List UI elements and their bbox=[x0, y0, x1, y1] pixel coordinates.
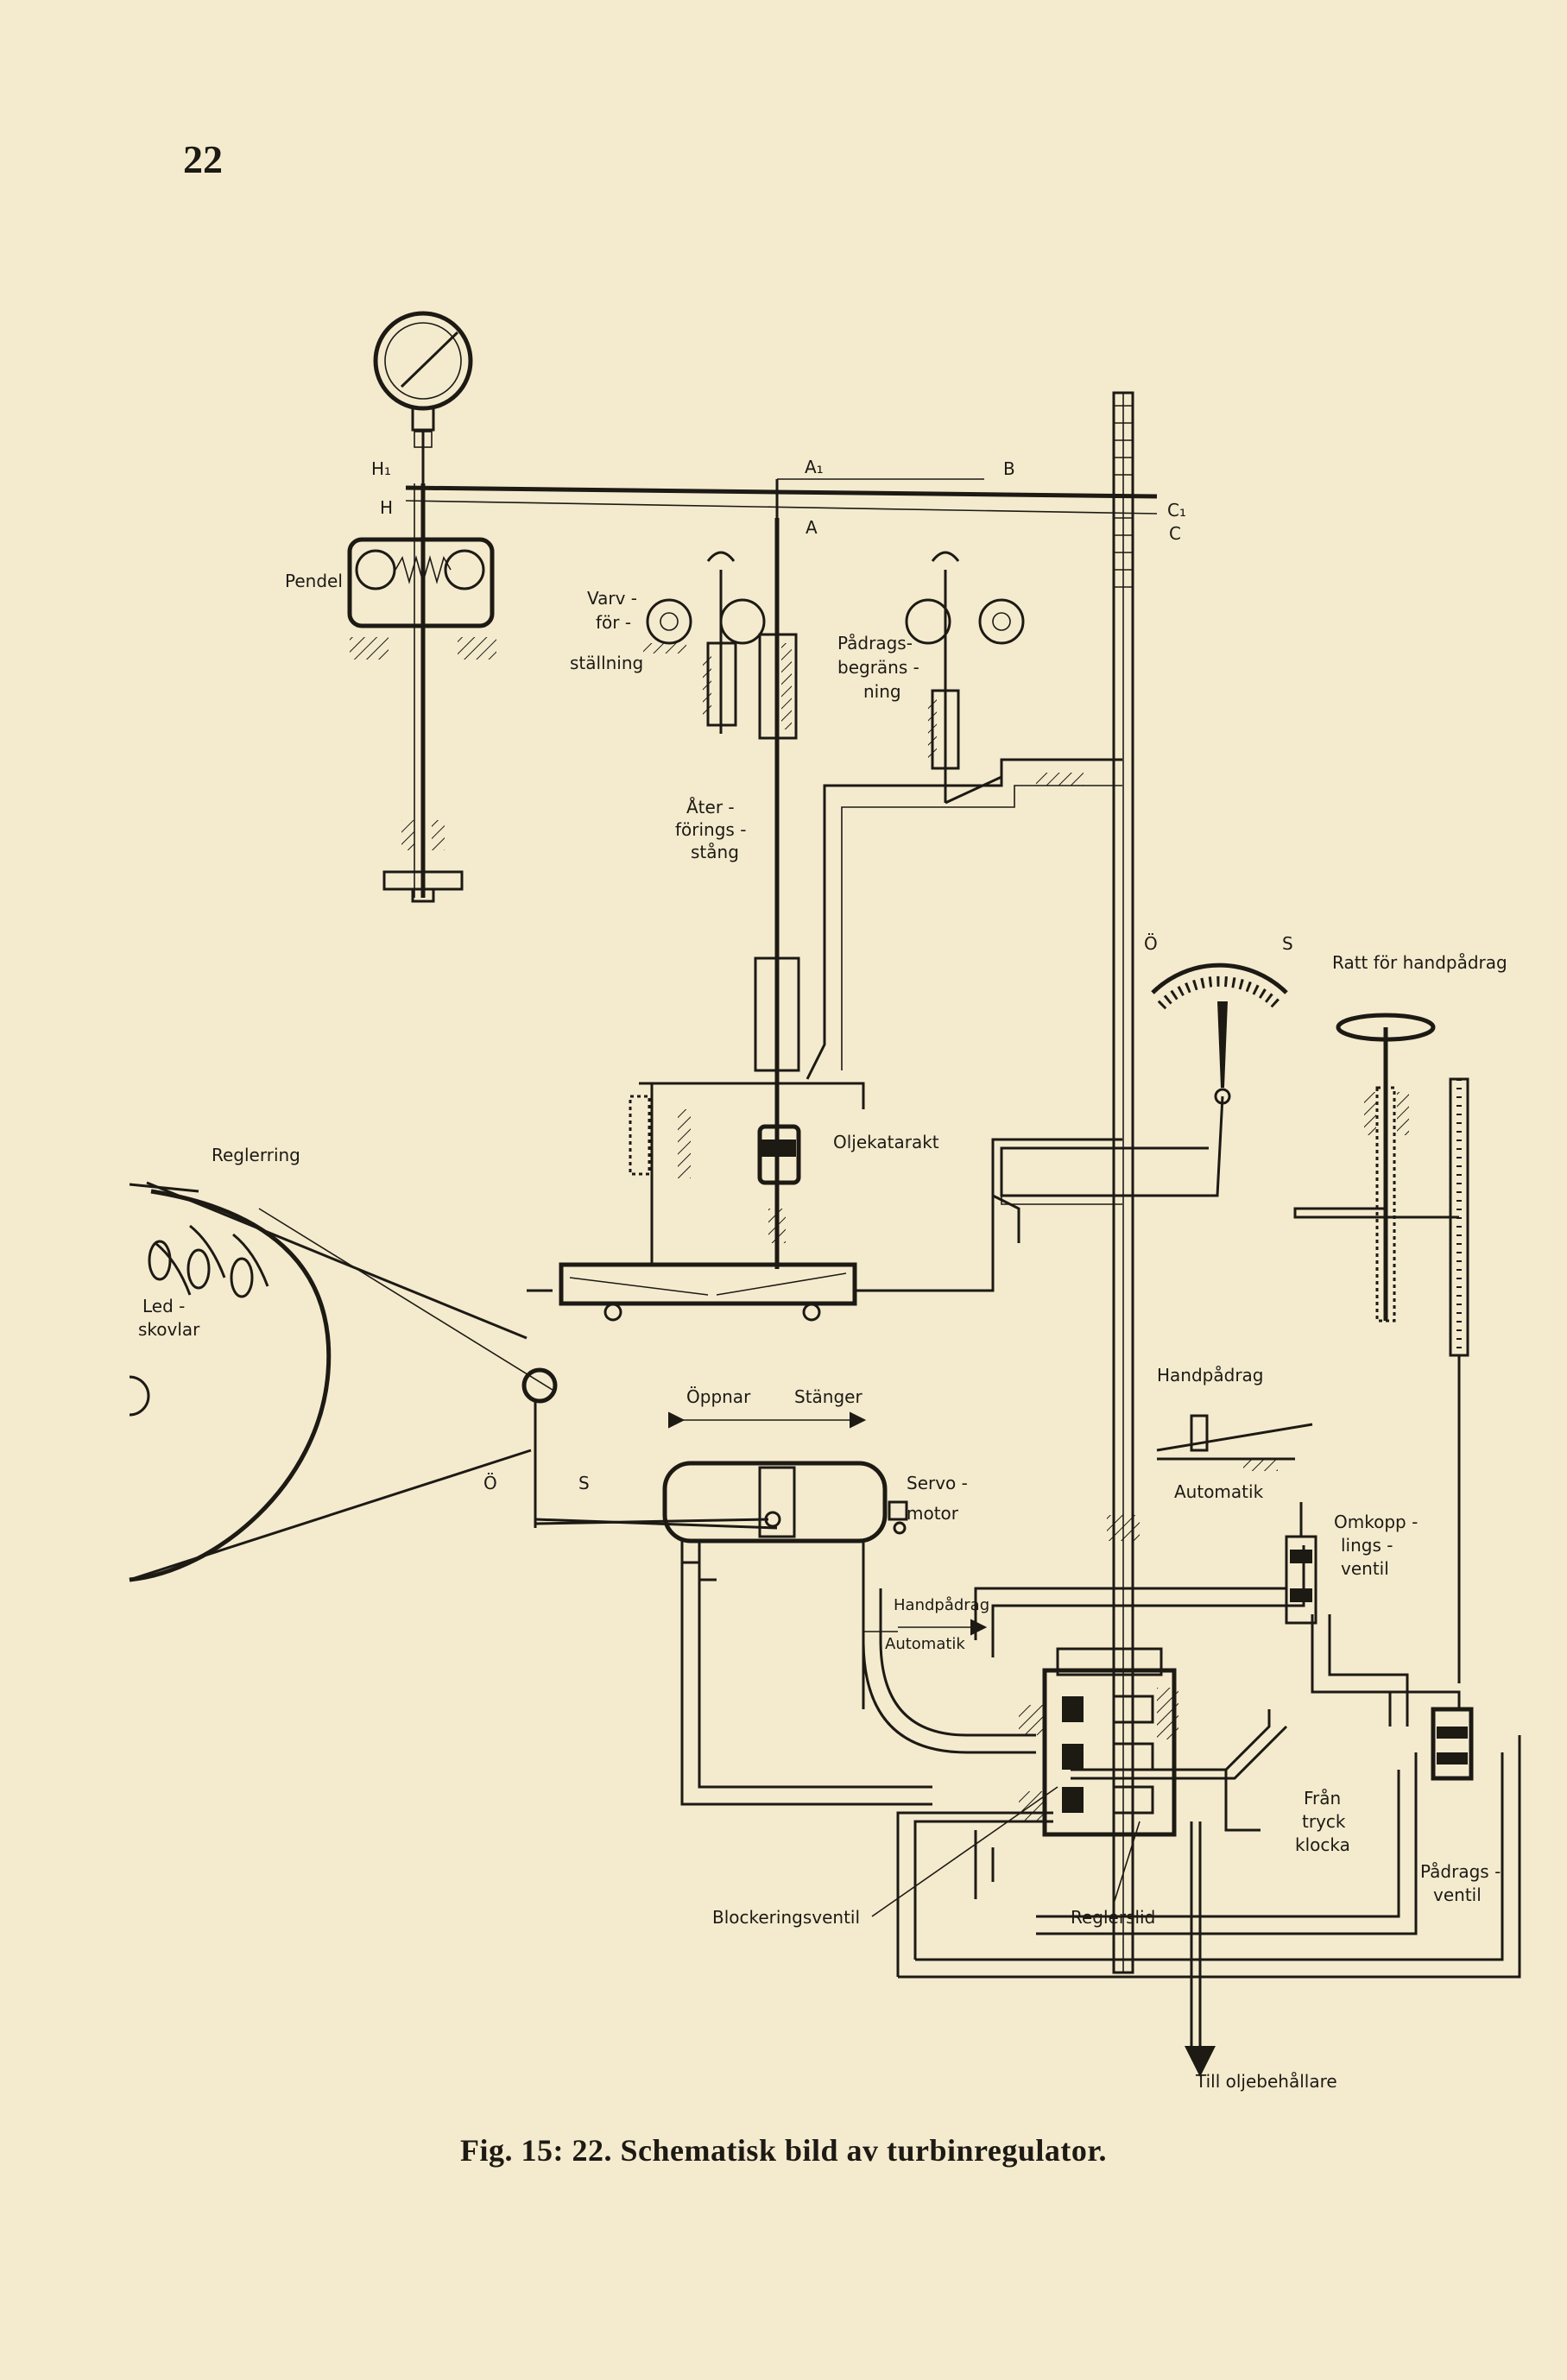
label-ater-3: stång bbox=[691, 842, 739, 862]
label-oppnar: Öppnar bbox=[686, 1386, 751, 1407]
label-automatik-mid: Automatik bbox=[885, 1635, 965, 1653]
label-s-upper: S bbox=[1282, 933, 1293, 954]
label-automatik-top: Automatik bbox=[1174, 1481, 1264, 1502]
label-oljekatarakt: Oljekatarakt bbox=[833, 1132, 939, 1152]
label-fran-2: tryck bbox=[1302, 1811, 1346, 1832]
label-varv-1: Varv - bbox=[587, 588, 637, 609]
label-varv-2: för - bbox=[596, 612, 631, 633]
speed-setting-unit bbox=[643, 551, 766, 734]
handwheel bbox=[1293, 1013, 1469, 1683]
label-reglerring: Reglerring bbox=[212, 1145, 300, 1165]
tilting-beams bbox=[527, 1082, 1122, 1322]
label-b: B bbox=[1003, 458, 1015, 479]
label-omkopp-1: Omkopp - bbox=[1334, 1512, 1418, 1532]
load-valve bbox=[1431, 1707, 1474, 1781]
guide-vanes bbox=[129, 1181, 778, 1582]
label-ater-1: Åter - bbox=[686, 797, 735, 818]
pressure-gauge bbox=[373, 311, 473, 483]
label-o-lower: Ö bbox=[483, 1473, 497, 1493]
label-varv-3: ställning bbox=[570, 653, 643, 673]
label-fran-1: Från bbox=[1304, 1788, 1341, 1809]
label-h: H bbox=[380, 497, 393, 518]
label-ratt: Ratt för handpådrag bbox=[1332, 952, 1507, 973]
label-fran-3: klocka bbox=[1295, 1834, 1350, 1855]
mode-selector bbox=[1156, 1414, 1313, 1471]
label-o-upper: Ö bbox=[1144, 933, 1158, 954]
label-handpadrag-top: Handpådrag bbox=[1157, 1365, 1264, 1386]
pendulum-governor bbox=[347, 483, 496, 903]
label-omkopp-3: ventil bbox=[1341, 1558, 1389, 1579]
label-blockeringsventil: Blockeringsventil bbox=[712, 1907, 860, 1928]
label-c1: C₁ bbox=[1167, 500, 1186, 521]
label-servo-2: motor bbox=[907, 1503, 959, 1524]
label-h1: H₁ bbox=[371, 458, 391, 479]
label-a1: A₁ bbox=[805, 457, 824, 477]
label-led-1: Led - bbox=[142, 1296, 185, 1316]
label-handpadrag-mid: Handpådrag bbox=[894, 1596, 989, 1614]
label-reglerslid: Reglerslid bbox=[1071, 1907, 1155, 1928]
label-s-lower: S bbox=[578, 1473, 590, 1493]
label-padrags-1: Pådrags - bbox=[1420, 1861, 1501, 1882]
position-indicator bbox=[1000, 963, 1288, 1205]
central-feedback-rod bbox=[754, 518, 801, 1269]
label-till: Till oljebehållare bbox=[1195, 2071, 1337, 2092]
label-ater-2: förings - bbox=[675, 819, 746, 840]
servo-motor bbox=[534, 1411, 908, 1796]
main-scale-rod bbox=[1107, 391, 1140, 1974]
control-slide-block bbox=[1019, 1647, 1216, 2077]
label-padrags-2: ventil bbox=[1433, 1884, 1482, 1905]
label-a: A bbox=[806, 517, 818, 538]
load-limiter-unit bbox=[905, 551, 1025, 805]
label-pendel: Pendel bbox=[285, 571, 343, 591]
switching-valve bbox=[1285, 1502, 1317, 1625]
label-led-2: skovlar bbox=[138, 1319, 200, 1340]
label-c: C bbox=[1169, 523, 1181, 544]
floating-lever bbox=[405, 478, 1158, 518]
label-stanger: Stänger bbox=[794, 1386, 862, 1407]
label-padrag-begr-2: begräns - bbox=[837, 657, 919, 678]
page-number: 22 bbox=[183, 137, 223, 181]
label-padrag-begr-1: Pådrags- bbox=[837, 633, 913, 653]
stepped-linkage bbox=[806, 758, 1122, 1080]
label-padrag-begr-3: ning bbox=[863, 681, 901, 702]
label-omkopp-2: lings - bbox=[1341, 1535, 1393, 1556]
figure-caption: Fig. 15: 22. Schematisk bild av turbinre… bbox=[459, 2133, 1108, 2168]
label-servo-1: Servo - bbox=[907, 1473, 968, 1493]
